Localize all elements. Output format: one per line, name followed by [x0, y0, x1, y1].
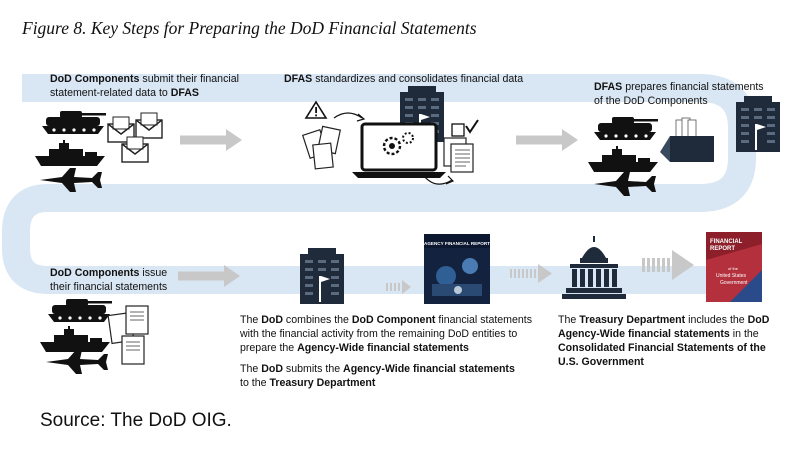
envelope-icon	[135, 112, 163, 139]
step-4-text: DoD Components issue their financial sta…	[50, 267, 168, 293]
ship-icon	[588, 146, 658, 172]
warning-icon	[304, 100, 328, 119]
figure-title: Figure 8. Key Steps for Preparing the Do…	[22, 18, 477, 38]
checklist-icon	[451, 119, 479, 137]
tank-icon	[42, 111, 106, 134]
figure-source: Source: The DoD OIG.	[40, 410, 232, 431]
us-government-financial-report-cover: FINANCIAL REPORT of the United States Go…	[706, 232, 762, 302]
ship-icon	[35, 140, 105, 166]
fr-cover-line-4: United States	[716, 273, 747, 279]
tank-icon	[48, 299, 112, 322]
arrow-icon	[178, 265, 240, 287]
arrow-icon	[180, 129, 242, 151]
jet-icon	[40, 168, 102, 192]
curved-arrow-icon	[333, 112, 363, 119]
building-icon	[736, 96, 780, 152]
step-2-text: DFAS standardizes and consolidates finan…	[284, 73, 524, 85]
fr-cover-line-5: Government	[720, 280, 748, 286]
laptop-gear-icon	[352, 122, 446, 178]
afr-cover-title: AGENCY FINANCIAL REPORT	[424, 241, 490, 246]
fr-cover-line-1: FINANCIAL	[710, 239, 743, 245]
fr-cover-line-3: of the	[728, 266, 739, 271]
small-arrow-icon	[386, 280, 411, 294]
jet-icon	[46, 350, 108, 374]
fr-cover-line-2: REPORT	[710, 246, 735, 252]
agency-financial-report-cover: AGENCY FINANCIAL REPORT	[424, 234, 490, 304]
building-icon	[300, 248, 344, 304]
step-1-text: DoD Components submit their financial st…	[50, 73, 239, 99]
arrow-icon	[642, 250, 694, 280]
step-5-text: The DoD combines the DoD Component finan…	[240, 314, 533, 389]
tank-icon	[594, 117, 658, 140]
step-3-text: DFAS prepares financial statements of th…	[594, 81, 764, 107]
jet-icon	[594, 172, 656, 196]
scattered-documents-icon	[301, 125, 342, 170]
step-6-text: The Treasury Department includes the DoD…	[558, 314, 770, 368]
box-icon	[660, 117, 714, 162]
small-arrow-icon	[510, 264, 552, 283]
ship-icon	[40, 326, 110, 352]
arrow-icon	[516, 129, 578, 151]
documents-icon	[443, 137, 474, 173]
documents-icon	[107, 305, 149, 365]
capitol-icon	[562, 236, 626, 299]
